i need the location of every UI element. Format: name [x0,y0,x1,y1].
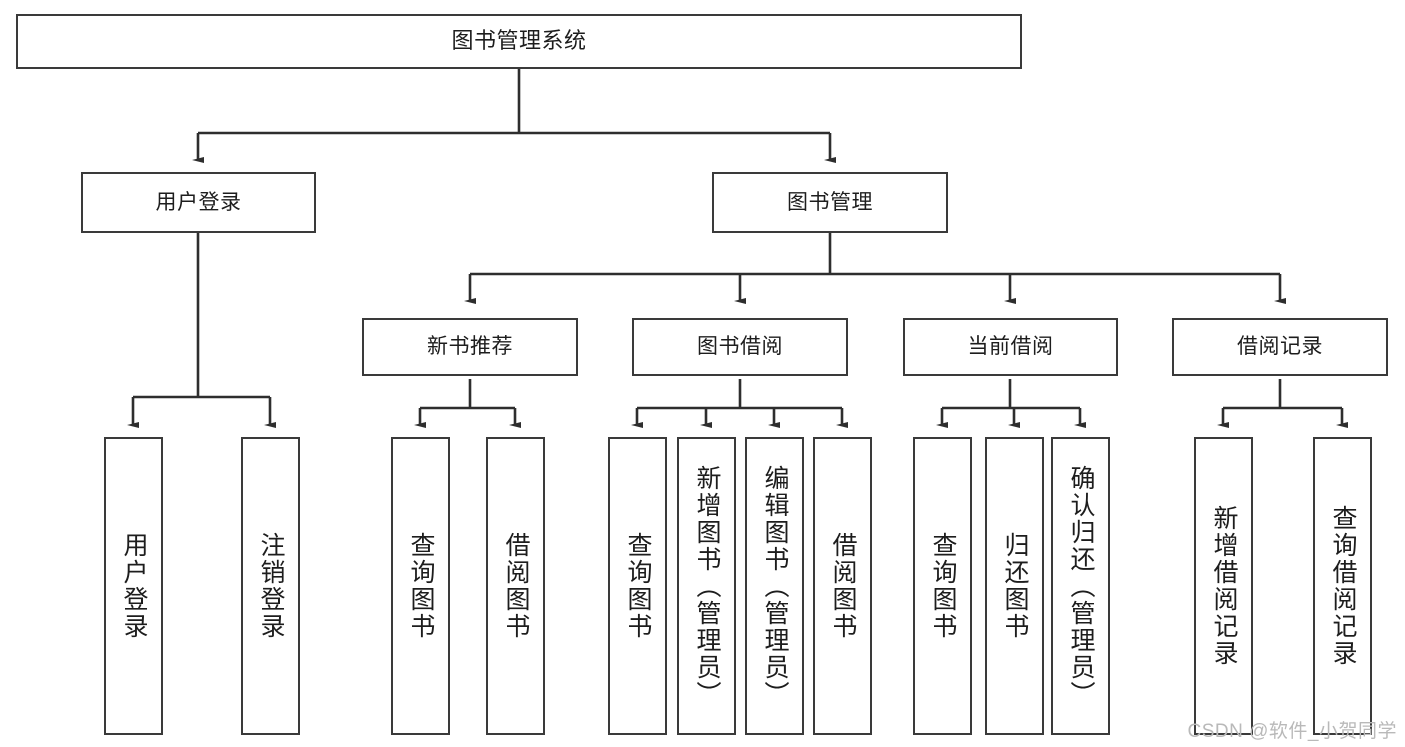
node-label: 新增图书（管理员） [693,464,721,708]
node-leaf-query-book-1[interactable]: 查询图书 [391,437,450,735]
node-leaf-add-book[interactable]: 新增图书（管理员） [677,437,736,735]
node-leaf-add-record[interactable]: 新增借阅记录 [1194,437,1253,735]
node-label: 查询借阅记录 [1329,505,1357,667]
node-label: 图书借阅 [697,335,783,359]
node-label: 新增借阅记录 [1210,505,1238,667]
node-borrow-record[interactable]: 借阅记录 [1172,318,1388,376]
node-label: 编辑图书（管理员） [761,464,789,708]
node-root-system[interactable]: 图书管理系统 [16,14,1022,69]
node-leaf-return-book[interactable]: 归还图书 [985,437,1044,735]
node-current-borrow[interactable]: 当前借阅 [903,318,1118,376]
node-label: 图书管理系统 [451,28,587,54]
node-label: 确认归还（管理员） [1067,464,1095,708]
csdn-watermark: CSDN @软件_小贺同学 [1187,721,1397,742]
node-label: 图书管理 [787,190,873,214]
node-label: 查询图书 [929,532,957,640]
node-leaf-query-book-2[interactable]: 查询图书 [608,437,667,735]
node-leaf-user-logout[interactable]: 注销登录 [241,437,300,735]
node-label: 注销登录 [257,532,285,640]
node-label: 借阅图书 [502,532,530,640]
node-leaf-edit-book[interactable]: 编辑图书（管理员） [745,437,804,735]
node-label: 新书推荐 [427,335,513,359]
node-label: 查询图书 [624,532,652,640]
node-user-login[interactable]: 用户登录 [81,172,316,233]
node-leaf-confirm-return[interactable]: 确认归还（管理员） [1051,437,1110,735]
node-label: 归还图书 [1001,532,1029,640]
node-leaf-user-login[interactable]: 用户登录 [104,437,163,735]
node-leaf-query-record[interactable]: 查询借阅记录 [1313,437,1372,735]
node-label: 用户登录 [120,532,148,640]
node-label: 借阅图书 [829,532,857,640]
node-leaf-borrow-book-2[interactable]: 借阅图书 [813,437,872,735]
node-new-book-recommend[interactable]: 新书推荐 [362,318,578,376]
node-book-manage[interactable]: 图书管理 [712,172,948,233]
node-leaf-borrow-book-1[interactable]: 借阅图书 [486,437,545,735]
node-leaf-query-book-3[interactable]: 查询图书 [913,437,972,735]
node-label: 借阅记录 [1237,335,1323,359]
node-label: 当前借阅 [967,335,1054,359]
node-book-borrow[interactable]: 图书借阅 [632,318,848,376]
node-label: 用户登录 [155,190,242,214]
node-label: 查询图书 [407,532,435,640]
